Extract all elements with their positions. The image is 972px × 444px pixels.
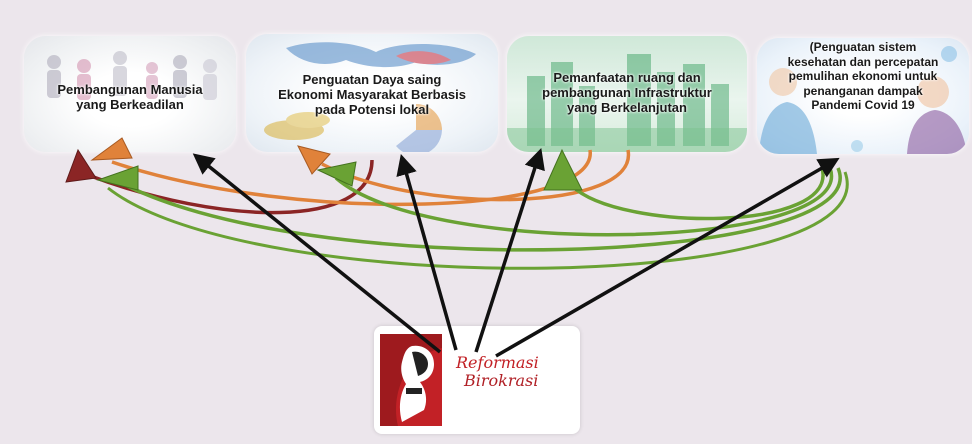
card-label: (Penguatan sistem kesehatan dan percepat… — [757, 40, 969, 113]
arrow-center-to-card3 — [474, 147, 545, 353]
health-illustration — [759, 46, 967, 154]
label-line: (Penguatan sistem — [809, 40, 917, 54]
label-line: pada Potensi lokal — [314, 102, 430, 117]
card-label: Pemanfaatan ruang dan pembangunan Infras… — [507, 70, 747, 115]
label-line: Pembangunan Manusia — [57, 82, 203, 97]
reformasi-birokrasi-emblem-icon — [380, 334, 442, 426]
arrowhead-red — [65, 148, 97, 183]
economy-illustration — [264, 42, 476, 152]
arc-orange-card3-to-card2 — [321, 149, 630, 202]
arc-orange-card3-to-card1 — [111, 149, 592, 207]
arc-green-card4-to-card2 — [334, 167, 834, 237]
arc-green-card4-to-card1 — [111, 167, 842, 252]
reformasi-birokrasi-logo-box: Reformasi Birokrasi — [374, 326, 580, 434]
logo-text-line1: Reformasi — [456, 353, 539, 372]
city-illustration — [507, 54, 747, 152]
card-daya-saing: Penguatan Daya saing Ekonomi Masyarakat … — [246, 34, 498, 152]
label-line: pembangunan Infrastruktur — [542, 85, 712, 100]
label-line: yang Berkeadilan — [76, 97, 184, 112]
label-line: pemulihan ekonomi untuk — [788, 69, 938, 83]
label-line: Pandemi Covid 19 — [811, 98, 915, 112]
arc-green-card4-to-card3 — [570, 167, 825, 221]
card-label: Pembangunan Manusia yang Berkeadilan — [24, 82, 236, 112]
logo-wordmark: Reformasi Birokrasi — [456, 354, 539, 390]
label-line: Ekonomi Masyarakat Berbasis — [278, 87, 466, 102]
arrowhead-green-card3 — [543, 148, 583, 191]
label-line: kesehatan dan percepatan — [787, 54, 939, 69]
label-line: Pemanfaatan ruang dan — [553, 70, 701, 85]
card-kesehatan: (Penguatan sistem kesehatan dan percepat… — [757, 38, 969, 154]
card-label: Penguatan Daya saing Ekonomi Masyarakat … — [246, 72, 498, 117]
arrowhead-green-card1 — [96, 165, 139, 191]
people-illustration — [47, 51, 217, 100]
arrowhead-green-card2 — [316, 161, 357, 187]
arrow-center-to-card2 — [396, 153, 458, 351]
arrowhead-orange-card2 — [297, 145, 331, 175]
arrowhead-orange-card1 — [90, 137, 133, 161]
logo-text-line2: Birokrasi — [464, 371, 539, 390]
label-line: penanganan dampak — [803, 83, 923, 98]
arrow-center-to-card1 — [192, 153, 442, 354]
card-infrastruktur: Pemanfaatan ruang dan pembangunan Infras… — [507, 36, 747, 152]
arc-green-card4-to-card1-outer — [107, 171, 849, 270]
label-line: Penguatan Daya saing — [302, 72, 442, 87]
arrow-center-to-card4 — [495, 157, 840, 358]
label-line: yang Berkelanjutan — [567, 100, 687, 115]
card-pembangunan-manusia: Pembangunan Manusia yang Berkeadilan — [24, 36, 236, 152]
